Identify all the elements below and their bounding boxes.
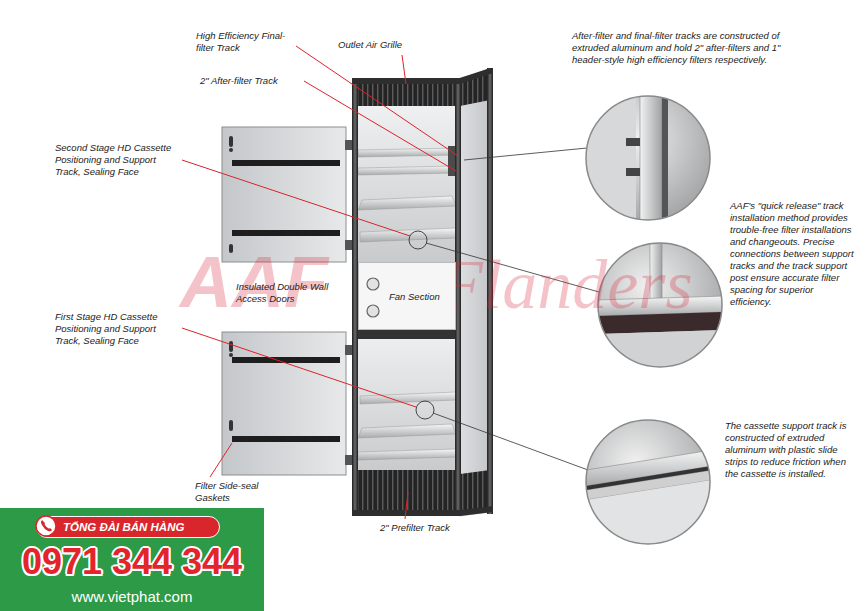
access-door [229,148,233,152]
fan-opening [367,278,379,290]
detail-zoom [662,90,668,230]
access-door [232,436,340,442]
access-door [232,160,340,166]
hotline-title: TỔNG ĐÀI BÁN HÀNG [63,520,184,534]
access-door [345,455,352,465]
fan-panel: Fan Section [358,262,456,330]
filter-cabinet [358,106,456,262]
detail-zoom [626,168,640,176]
access-door [229,136,233,147]
hotline-badge: 0971 344 344 www.vietphat.com TỔNG ĐÀI BÁN… [0,508,264,611]
detail-marker [416,401,434,419]
detail-note: AAF's "quick release" track installation… [730,200,856,308]
leader-line [304,81,456,171]
leader-line [182,160,410,236]
filter-cabinet [358,330,456,472]
phone-icon [35,515,57,537]
filter-cabinet [460,68,493,84]
access-door [345,140,352,150]
detail-zoom [586,90,668,230]
filter-cabinet [358,424,456,438]
filter-cabinet [358,449,456,460]
website-url: www.vietphat.com [0,588,264,606]
filter-cabinet [356,470,458,512]
detail-zoom [586,96,636,220]
part-label: Outlet Air Grille [338,39,402,51]
hotline-pill: TỔNG ĐÀI BÁN HÀNG [36,516,220,538]
filter-cabinet [358,330,456,339]
access-door [232,230,340,236]
watermark: Flanders [440,248,693,322]
part-label: Second Stage HD Cassette Positioning and… [55,142,179,178]
detail-note: The cassette support track is constructe… [725,420,859,480]
phone-icon [36,516,56,536]
detail-zoom [586,96,710,220]
part-label: Insulated Double Wall Access Doors [236,281,342,305]
access-door [229,341,233,352]
leader-line [405,492,408,519]
detail-zoom [586,420,710,544]
detail-zoom [586,480,712,544]
access-door [229,420,233,431]
detail-marker [409,231,427,249]
phone-icon [41,520,52,531]
access-door [345,240,352,250]
filter-cabinet [356,84,458,106]
filter-cabinet [358,148,456,157]
access-door [345,345,352,355]
filter-cabinet [360,392,456,404]
fan-opening [367,305,379,317]
part-label: Filter Side-seal Gaskets [195,480,277,504]
detail-zoom [586,450,712,544]
leader-line [210,443,232,477]
detail-zoom [640,90,662,230]
filter-cabinet [358,166,456,175]
filter-cabinet [460,506,493,516]
access-door [222,332,346,475]
part-label: 2" After-filter Track [200,75,278,87]
leader-line [182,328,416,407]
access-door [232,357,340,363]
part-label: High Efficiency Final-filter Track [196,30,292,54]
access-door [222,127,352,475]
phone-number: 0971 344 344 [0,542,264,582]
leader-line [402,55,406,84]
detail-note: After-filter and final-filter tracks are… [572,30,787,66]
access-door [229,353,233,357]
detail-zoom [626,138,640,146]
part-label: 2" Prefilter Track [380,522,450,534]
panel-label: Fan Section [389,291,440,303]
part-label: First Stage HD Cassette Positioning and … [55,311,179,347]
zoom-line [464,148,587,160]
filter-cabinet [460,470,490,512]
zoom-line [433,413,588,470]
leader-line [296,46,458,156]
filter-cabinet [358,196,456,210]
